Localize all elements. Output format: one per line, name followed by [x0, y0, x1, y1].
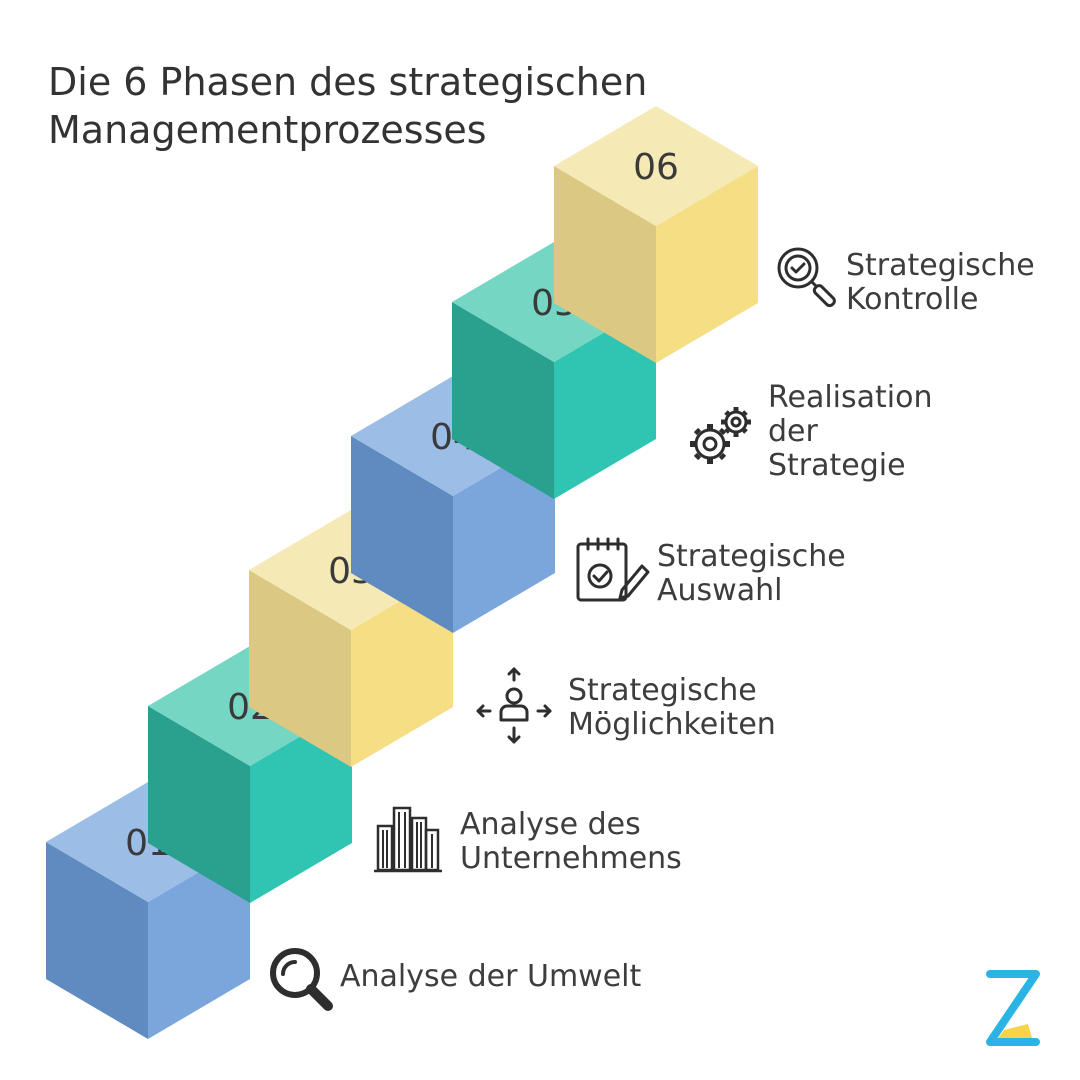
step-label-01: Analyse der Umwelt	[340, 960, 641, 994]
cube-top-face	[554, 106, 758, 226]
person-arrows-icon	[476, 667, 552, 744]
hourglass-logo-icon	[986, 970, 1040, 1046]
step-label-04-line-2: Auswahl	[657, 573, 783, 608]
cube-left-face	[148, 706, 250, 903]
step-label-03: Strategische Möglichkeiten	[568, 674, 776, 742]
step-label-04: Strategische Auswahl	[657, 540, 846, 608]
step-label-05-line-2: der	[768, 414, 818, 449]
check-magnifier-icon	[777, 247, 836, 308]
step-label-02-line-2: Unternehmens	[460, 841, 682, 876]
cube-left-face	[351, 436, 453, 633]
step-label-06: Strategische Kontrolle	[846, 249, 1035, 317]
step-label-04-line-1: Strategische	[657, 539, 846, 574]
title-line-2: Managementprozesses	[48, 108, 487, 152]
title-line-1: Die 6 Phasen des strategischen	[48, 60, 648, 104]
cube-left-face	[249, 570, 351, 767]
step-number-06: 06	[633, 147, 679, 188]
cube-right-face	[453, 436, 555, 633]
gears-icon	[690, 407, 751, 464]
cube-right-face	[554, 302, 656, 499]
cube-right-face	[656, 166, 758, 363]
step-label-02: Analyse des Unternehmens	[460, 808, 682, 876]
step-label-02-line-1: Analyse des	[460, 807, 641, 842]
checklist-pencil-icon	[576, 537, 650, 602]
cube-left-face	[46, 842, 148, 1039]
cube-left-face	[554, 166, 656, 363]
step-label-03-line-2: Möglichkeiten	[568, 707, 776, 742]
cube-right-face	[148, 842, 250, 1039]
step-label-01-line-1: Analyse der Umwelt	[340, 959, 642, 994]
step-label-06-line-2: Kontrolle	[846, 282, 979, 317]
buildings-icon	[374, 806, 442, 873]
step-label-06-line-1: Strategische	[846, 248, 1035, 283]
step-label-03-line-1: Strategische	[568, 673, 757, 708]
cube-right-face	[250, 706, 352, 903]
cube-right-face	[351, 570, 453, 767]
cube-left-face	[452, 302, 554, 499]
step-label-05: Realisation der Strategie	[768, 381, 933, 483]
magnifier-icon	[270, 948, 333, 1011]
step-label-05-line-1: Realisation	[768, 380, 933, 415]
page-title: Die 6 Phasen des strategischen Managemen…	[48, 58, 808, 154]
step-label-05-line-3: Strategie	[768, 448, 906, 483]
step-cube-06: 06	[554, 106, 758, 363]
